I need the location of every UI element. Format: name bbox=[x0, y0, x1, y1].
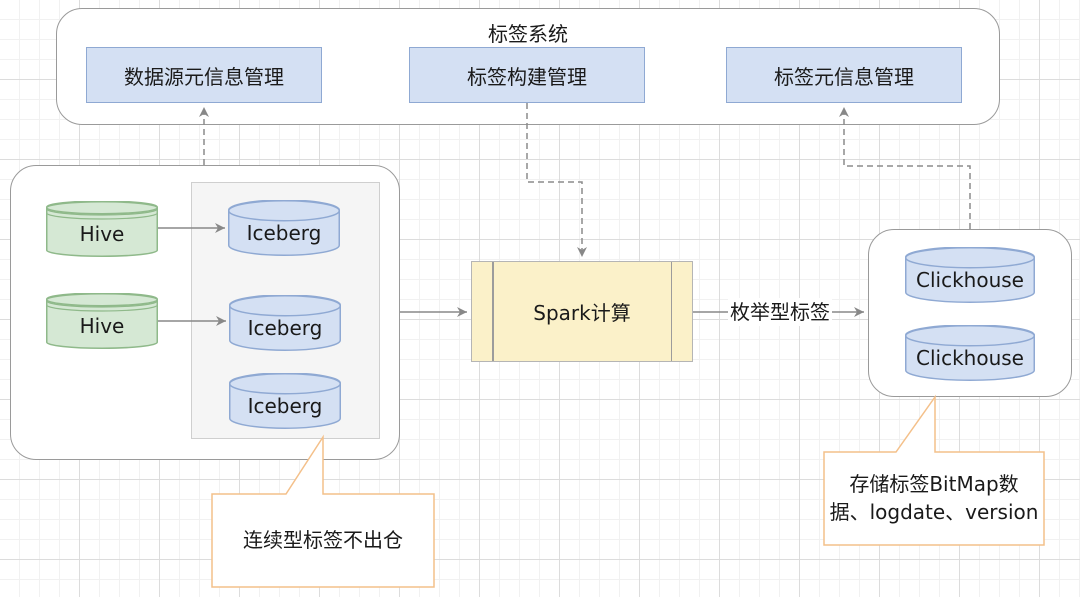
tag-build-box[interactable]: 标签构建管理 bbox=[409, 47, 645, 103]
continuous-tags-note: 连续型标签不出仓 bbox=[243, 528, 403, 552]
callout-bitmap-shape bbox=[823, 394, 1045, 546]
cylinder-shape bbox=[228, 200, 340, 256]
cylinder-shape bbox=[229, 295, 341, 351]
cylinder-shape bbox=[905, 325, 1035, 381]
hive-cylinder-1[interactable]: Hive bbox=[46, 201, 158, 257]
hive-cylinder-2[interactable]: Hive bbox=[46, 293, 158, 349]
spark-compute-box[interactable]: Spark计算 bbox=[471, 261, 693, 362]
tag-system-title: 标签系统 bbox=[488, 22, 568, 46]
enum-tags-label: 枚举型标签 bbox=[728, 298, 832, 326]
bitmap-note-line-1: 存储标签BitMap数 bbox=[849, 472, 1019, 496]
cylinder-shape bbox=[46, 201, 158, 257]
iceberg-cylinder-1[interactable]: Iceberg bbox=[228, 200, 340, 256]
iceberg-cylinder-2[interactable]: Iceberg bbox=[229, 295, 341, 351]
dashed-arrow-tagbuild bbox=[526, 103, 587, 257]
cylinder-shape bbox=[229, 373, 341, 429]
clickhouse-cylinder-1[interactable]: Clickhouse bbox=[905, 247, 1035, 303]
clickhouse-cylinder-2[interactable]: Clickhouse bbox=[905, 325, 1035, 381]
bitmap-note-line-2: 据、logdate、version bbox=[829, 500, 1039, 524]
datasource-meta-box[interactable]: 数据源元信息管理 bbox=[86, 47, 322, 103]
cylinder-shape bbox=[905, 247, 1035, 303]
tag-meta-box[interactable]: 标签元信息管理 bbox=[726, 47, 962, 103]
cylinder-shape bbox=[46, 293, 158, 349]
callout-continuous-shape bbox=[211, 434, 435, 588]
iceberg-cylinder-3[interactable]: Iceberg bbox=[229, 373, 341, 429]
dashed-arrow-tagmeta bbox=[839, 107, 971, 229]
spark-compute-label: Spark计算 bbox=[533, 301, 631, 325]
